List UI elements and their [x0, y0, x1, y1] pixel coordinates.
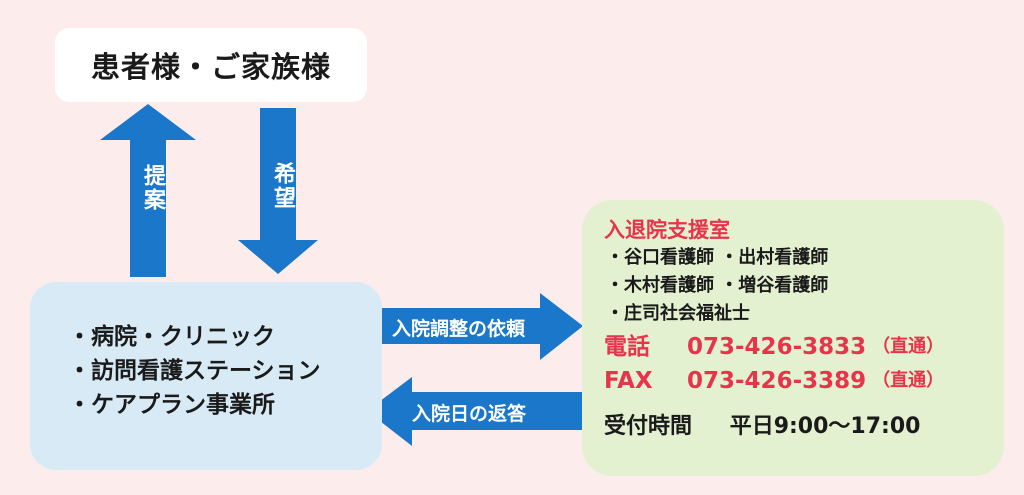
staff-line: ・谷口看護師 ・出村看護師 [606, 247, 829, 268]
fax-row: FAX 073-426-3389 （直通） [604, 364, 1004, 398]
date-reply-label: 入院日の返答 [412, 403, 527, 425]
up-arrow [100, 104, 196, 277]
facility-item: ・ケアプラン事業所 [68, 392, 275, 418]
fax-note: （直通） [872, 370, 945, 391]
hours-label: 受付時間 [604, 414, 693, 439]
right-arrow [367, 293, 583, 360]
fax-number: 073-426-3389 [687, 368, 867, 394]
admission-request-label: 入院調整の依頼 [392, 318, 526, 340]
facility-item: ・病院・クリニック [68, 324, 275, 350]
patient-family-label: 患者様・ご家族様 [90, 50, 331, 84]
patient-family-box: 患者様・ご家族様 [55, 28, 367, 102]
fax-label: FAX [604, 368, 653, 394]
staff-line: ・木村看護師 ・増谷看護師 [606, 275, 829, 296]
facilities-box: ・病院・クリニック ・訪問看護ステーション ・ケアプラン事業所 [30, 282, 382, 470]
phone-number: 073-426-3833 [687, 334, 867, 360]
left-arrow [367, 377, 583, 446]
hours-row: 受付時間 平日9:00～17:00 [604, 412, 1004, 442]
proposal-label: 提案 [140, 164, 165, 212]
staff-line: ・庄司社会福祉士 [606, 303, 750, 324]
phone-note: （直通） [872, 336, 945, 357]
phone-label: 電話 [604, 334, 650, 360]
facility-item: ・訪問看護ステーション [68, 358, 321, 384]
office-title: 入退院支援室 [604, 218, 730, 242]
down-arrow [238, 108, 318, 274]
hours-value: 平日9:00～17:00 [729, 414, 921, 439]
phone-row: 電話 073-426-3833 （直通） [604, 330, 1004, 364]
discharge-support-office-box: 入退院支援室 ・谷口看護師 ・出村看護師 ・木村看護師 ・増谷看護師 ・庄司社会… [582, 200, 1004, 476]
request-label: 希望 [270, 162, 295, 210]
